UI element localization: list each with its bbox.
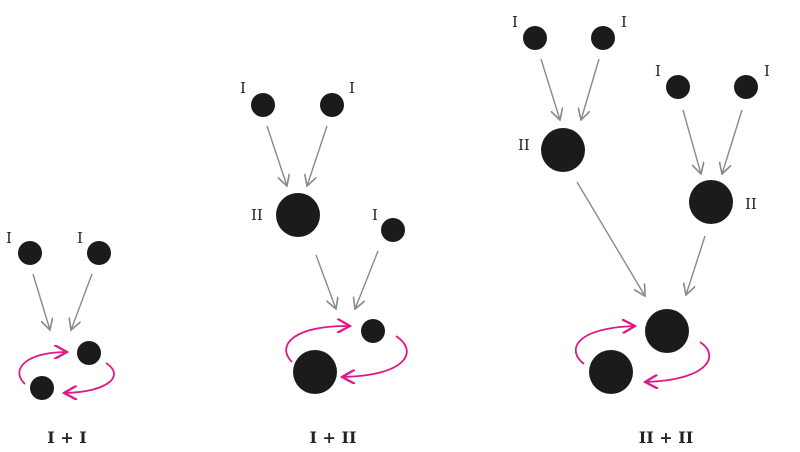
- star-type-one: [18, 241, 42, 265]
- arrow: [686, 235, 706, 295]
- panel-i-plus-i: I I I + I: [6, 229, 115, 447]
- star-type-one: [381, 218, 405, 242]
- arrow: [540, 58, 560, 120]
- orbit-arrow: [645, 341, 711, 382]
- label-type-one: I: [512, 13, 518, 31]
- star-type-two: [541, 128, 585, 172]
- orbit-arrow: [342, 335, 408, 377]
- binary-star: [589, 350, 633, 394]
- star-type-one: [666, 75, 690, 99]
- label-type-one: I: [621, 13, 627, 31]
- label-type-one: I: [349, 79, 355, 97]
- arrow: [576, 181, 645, 296]
- star-type-one: [251, 93, 275, 117]
- orbit-arrow: [285, 326, 350, 363]
- orbit-arrow: [64, 362, 115, 393]
- label-type-one: I: [77, 229, 83, 247]
- label-type-one: I: [6, 229, 12, 247]
- panel-caption: II + II: [639, 428, 693, 447]
- label-type-one: I: [764, 62, 770, 80]
- binary-star: [77, 341, 101, 365]
- binary-star: [293, 350, 337, 394]
- arrow: [682, 109, 701, 174]
- panel-i-plus-ii: I I II I I + II: [240, 79, 408, 447]
- binary-star: [645, 309, 689, 353]
- arrow: [32, 273, 50, 330]
- binary-star: [361, 319, 385, 343]
- star-type-one: [734, 75, 758, 99]
- arrow: [307, 125, 328, 186]
- label-type-two: II: [251, 206, 263, 224]
- panel-ii-plus-ii: I I II I I II II + II: [512, 13, 770, 447]
- star-type-two: [276, 193, 320, 237]
- star-type-one: [87, 241, 111, 265]
- panel-caption: I + I: [47, 428, 87, 447]
- orbit-arrow: [18, 352, 67, 385]
- orbit-arrow: [574, 326, 635, 365]
- label-type-one: I: [655, 62, 661, 80]
- star-type-one: [320, 93, 344, 117]
- arrow: [355, 250, 379, 309]
- label-type-one: I: [372, 206, 378, 224]
- binary-star: [30, 376, 54, 400]
- star-type-two: [689, 180, 733, 224]
- star-type-one: [591, 26, 615, 50]
- label-type-two: II: [518, 136, 530, 154]
- arrow: [71, 273, 93, 330]
- star-type-one: [523, 26, 547, 50]
- arrow: [266, 125, 287, 186]
- label-type-one: I: [240, 79, 246, 97]
- label-type-two: II: [745, 195, 757, 213]
- panel-caption: I + II: [310, 428, 357, 447]
- arrow: [315, 254, 336, 309]
- arrow: [581, 58, 600, 120]
- arrow: [722, 109, 743, 174]
